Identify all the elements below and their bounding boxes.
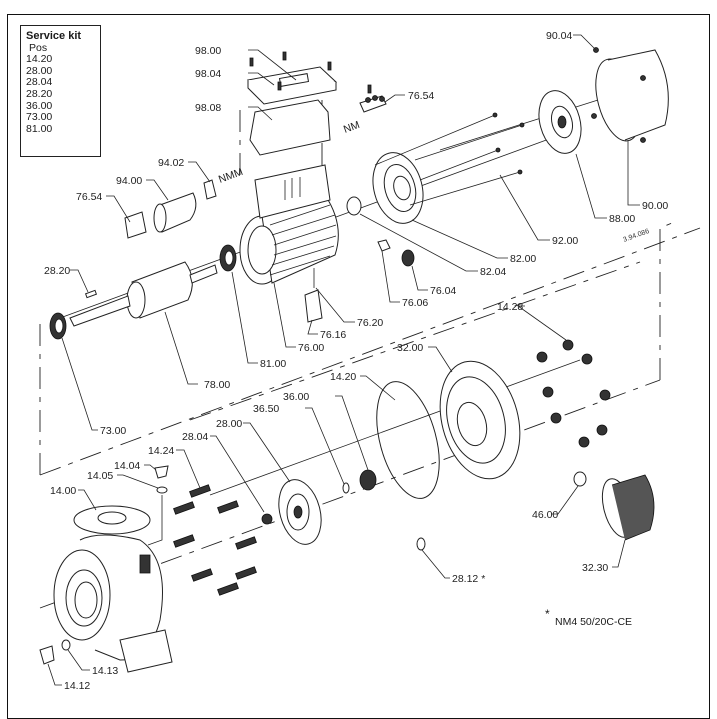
part-label[interactable]: 76.54: [76, 191, 102, 203]
part-label[interactable]: 98.08: [195, 102, 221, 114]
part-label[interactable]: 94.00: [116, 175, 142, 187]
part-label[interactable]: 32.30: [582, 562, 608, 574]
part-label[interactable]: 98.04: [195, 68, 221, 80]
pump-casing[interactable]: [53, 505, 173, 673]
impeller[interactable]: [272, 475, 328, 549]
part-label[interactable]: 90.04: [546, 30, 572, 42]
service-kit-pos[interactable]: 81.00: [26, 122, 53, 135]
axis-label-nm: NM: [342, 119, 361, 136]
washer[interactable]: [573, 471, 587, 487]
plug-14-04[interactable]: [154, 465, 169, 479]
rotor[interactable]: [69, 261, 218, 327]
studs[interactable]: [173, 484, 257, 596]
motor-stator-housing[interactable]: [239, 164, 339, 285]
tie-bolts[interactable]: [374, 112, 525, 206]
part-label[interactable]: 32.00: [397, 342, 423, 354]
part-label[interactable]: 81.00: [260, 358, 286, 370]
service-kit-pos[interactable]: 28.00: [26, 64, 53, 77]
service-kit-title: Service kit: [26, 30, 82, 42]
mid-dashed-axis: [189, 261, 641, 421]
footnote-text: NM4 50/20C-CE: [555, 616, 633, 628]
part-label[interactable]: 14.12: [64, 680, 90, 692]
end-shield[interactable]: [366, 147, 431, 229]
part-label[interactable]: 73.00: [100, 425, 126, 437]
part-label[interactable]: 78.00: [204, 379, 230, 391]
part-label[interactable]: 14.24: [148, 445, 174, 457]
terminal-gasket[interactable]: [249, 99, 331, 156]
terminal-block-left[interactable]: [124, 211, 147, 239]
impeller-axis: [209, 359, 581, 496]
drain-washer[interactable]: [61, 639, 71, 651]
part-label[interactable]: 76.20: [357, 317, 383, 329]
part-label[interactable]: 76.00: [298, 342, 324, 354]
part-label[interactable]: 88.00: [609, 213, 635, 225]
oring-28-12[interactable]: [416, 537, 426, 551]
part-label[interactable]: 76.54: [408, 90, 434, 102]
impeller-nut[interactable]: [261, 513, 273, 525]
part-label[interactable]: 46.00: [532, 509, 558, 521]
oring-82-04[interactable]: [346, 196, 362, 216]
part-label[interactable]: 14.05: [87, 470, 113, 482]
part-label[interactable]: 76.16: [320, 329, 346, 341]
nuts[interactable]: [536, 339, 611, 448]
capacitor-clamp[interactable]: [203, 179, 217, 200]
service-kit-pos[interactable]: 14.20: [26, 53, 53, 66]
motor-foot[interactable]: [304, 289, 323, 323]
drawing-reference: 3.94.086: [622, 228, 650, 244]
service-kit-pos[interactable]: 73.00: [26, 111, 53, 124]
part-label[interactable]: 14.28: [497, 301, 523, 313]
part-label[interactable]: 28.04: [182, 431, 208, 443]
part-labels: 98.00 98.04 98.08 76.54 94.02 94.00 76.5…: [44, 30, 668, 692]
key[interactable]: [84, 289, 98, 299]
service-kit-pos[interactable]: 28.04: [26, 76, 53, 89]
footnote-marker: *: [545, 607, 550, 621]
part-label[interactable]: 98.00: [195, 45, 221, 57]
part-label[interactable]: 14.04: [114, 460, 140, 472]
part-label[interactable]: 28.00: [216, 418, 242, 430]
capacitor[interactable]: [153, 192, 197, 233]
upper-dashed-axis: [39, 227, 701, 476]
bearing-rear[interactable]: [219, 244, 237, 272]
part-label[interactable]: 90.00: [642, 200, 668, 212]
part-label[interactable]: 28.12 *: [452, 573, 485, 585]
plug-leader: [147, 495, 163, 546]
seal-ring[interactable]: [342, 482, 350, 494]
part-label[interactable]: 28.20: [44, 265, 70, 277]
service-kit-box: Service kit Pos 14.20 28.00 28.04 28.20 …: [20, 25, 101, 157]
axis-label-nmm: NMM: [217, 166, 245, 186]
part-label[interactable]: 94.02: [158, 157, 184, 169]
part-label[interactable]: 82.04: [480, 266, 506, 278]
bearing-front[interactable]: [49, 312, 67, 340]
washer-14-05[interactable]: [156, 486, 168, 494]
drain-plug[interactable]: [39, 645, 55, 665]
terminal-block-top[interactable]: [359, 84, 387, 113]
right-dashed-drop: [659, 222, 673, 380]
casing-oring[interactable]: [365, 375, 450, 505]
service-kit-column-header: Pos: [29, 41, 48, 54]
part-label[interactable]: 76.04: [430, 285, 456, 297]
part-label[interactable]: 36.00: [283, 391, 309, 403]
locknut[interactable]: [377, 239, 391, 252]
fan[interactable]: [532, 86, 587, 158]
fan-cover[interactable]: [588, 47, 669, 146]
part-label[interactable]: 82.00: [510, 253, 536, 265]
cable-gland[interactable]: [401, 249, 415, 267]
mechanical-seal[interactable]: [359, 469, 377, 491]
part-label[interactable]: 36.50: [253, 403, 279, 415]
pump-cover[interactable]: [428, 352, 532, 488]
strainer[interactable]: [597, 474, 655, 541]
service-kit-pos[interactable]: 28.20: [26, 87, 53, 100]
part-label[interactable]: 14.20: [330, 371, 356, 383]
service-kit-pos[interactable]: 36.00: [26, 99, 53, 112]
leader-lines: [47, 34, 640, 686]
part-label[interactable]: 92.00: [552, 235, 578, 247]
terminal-cover[interactable]: [246, 51, 338, 105]
part-label[interactable]: 76.06: [402, 297, 428, 309]
part-label[interactable]: 14.00: [50, 485, 76, 497]
part-label[interactable]: 14.13: [92, 665, 118, 677]
